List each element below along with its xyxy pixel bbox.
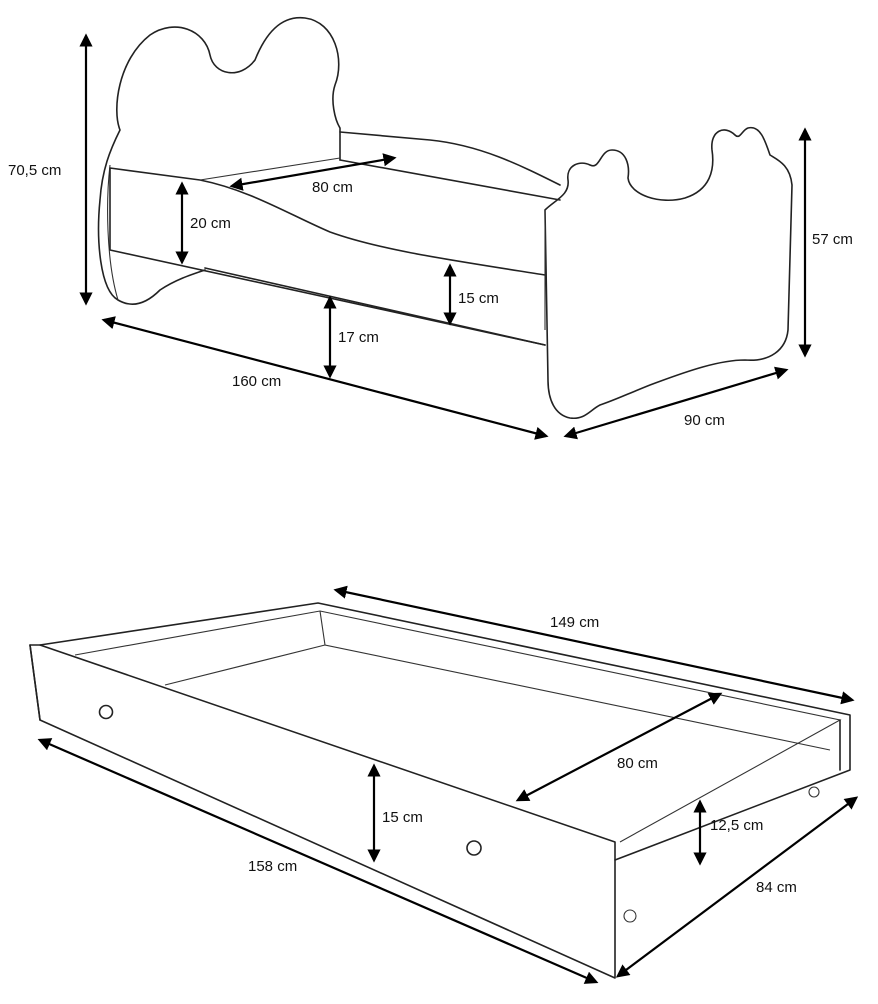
label-footboard-height: 57 cm (812, 231, 853, 248)
drawer-floor-line (164, 644, 326, 686)
dim-line-drawer-inner-width (515, 692, 723, 802)
label-bed-length: 160 cm (232, 373, 281, 390)
label-bed-width: 90 cm (684, 412, 725, 429)
label-drawer-side-height: 12,5 cm (710, 817, 763, 834)
drawer-rim-inner (74, 610, 842, 843)
bed-headboard-edge (107, 164, 119, 301)
dim-line-bed-length (101, 316, 549, 440)
dim-line-drawer-inner-length (333, 585, 855, 705)
dim-line-bed-width (563, 366, 789, 440)
label-mattress-width: 80 cm (312, 179, 353, 196)
bed-headboard (97, 17, 341, 305)
dim-line-drawer-outer-length (37, 738, 599, 984)
label-bed-height: 70,5 cm (8, 162, 61, 179)
dim-line-drawer-outer-width (615, 796, 859, 978)
label-drawer-outer-width: 84 cm (756, 879, 797, 896)
bed-dimensions: 70,5 cm 57 cm 160 cm 90 cm 80 cm 20 cm 1… (8, 33, 853, 440)
drawer-wheel-back (808, 786, 820, 798)
drawer-dimensions: 149 cm 80 cm 15 cm 12,5 cm 158 cm 84 cm (37, 585, 859, 984)
drawer-back-inner (319, 610, 831, 751)
label-clearance: 17 cm (338, 329, 379, 346)
bed-footboard (544, 126, 793, 420)
bed-mattress-line (199, 157, 341, 181)
label-drawer-front-height: 15 cm (382, 809, 423, 826)
label-frame-height: 15 cm (458, 290, 499, 307)
bed-back-rail (339, 131, 561, 201)
drawer-handle-right (466, 840, 482, 856)
drawer-front-edge (29, 644, 41, 721)
dim-line-mattress-width (229, 153, 397, 191)
drawer-front-panel (29, 644, 616, 979)
label-drawer-inner-length: 149 cm (550, 614, 599, 631)
bed-front-guard (109, 167, 546, 346)
label-drawer-outer-length: 158 cm (248, 858, 297, 875)
drawer-illustration (29, 602, 851, 979)
label-guard-height: 20 cm (190, 215, 231, 232)
drawer-handle-left (98, 704, 114, 720)
drawer-wheel-front (623, 909, 637, 923)
label-drawer-inner-width: 80 cm (617, 755, 658, 772)
